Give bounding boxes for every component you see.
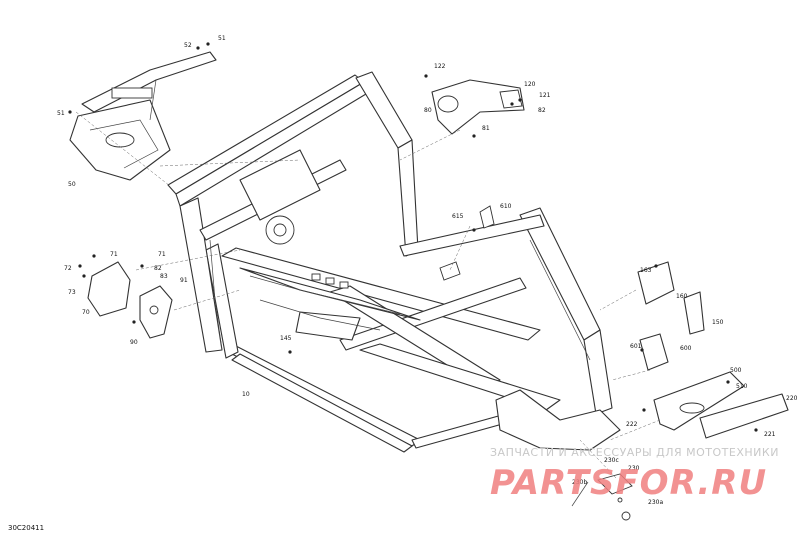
callout-label: 500 [730, 367, 742, 374]
callout-label: 600 [680, 345, 692, 352]
callout-label: 510 [736, 383, 748, 390]
callout-label: 230b [572, 479, 587, 486]
callout-label: 150 [712, 319, 724, 326]
skid-plate-assembly [653, 371, 789, 439]
callout-label: 120 [524, 81, 536, 88]
callout-label: 71 [158, 251, 166, 258]
left-bracket-assembly [87, 261, 173, 339]
callout-label: 91 [180, 277, 188, 284]
callout-label: 83 [160, 273, 168, 280]
callout-label: 82 [154, 265, 162, 272]
callout-label: 90 [130, 339, 138, 346]
callout-label: 145 [280, 335, 292, 342]
callout-label: 230 [628, 465, 640, 472]
callout-label: 10 [242, 391, 250, 398]
callout-label: 70 [82, 309, 90, 316]
callout-label: 615 [452, 213, 464, 220]
callout-label: 122 [434, 63, 446, 70]
main-frame [167, 71, 621, 453]
fastener-bolts [68, 42, 758, 432]
callout-label: 81 [482, 125, 490, 132]
small-parts-230 [439, 205, 633, 521]
callout-label: 163 [640, 267, 652, 274]
callout-label: 82 [538, 107, 546, 114]
callout-label: 80 [424, 107, 432, 114]
reference-code: 30C20411 [8, 524, 44, 532]
callout-label: 52 [184, 42, 192, 49]
upper-right-bracket [431, 79, 525, 135]
callout-label: 601 [630, 343, 642, 350]
callout-label: 160 [676, 293, 688, 300]
rear-guard-assembly [69, 51, 217, 181]
callout-label: 610 [500, 203, 512, 210]
bracket-600 [639, 333, 669, 371]
callout-label: 221 [764, 431, 776, 438]
callout-label: 71 [110, 251, 118, 258]
callout-label: 73 [68, 289, 76, 296]
watermark: ЗАПЧАСТИ И АКСЕССУАРЫ ДЛЯ МОТОТЕХНИКИ PA… [490, 446, 779, 503]
right-side-panels [637, 261, 705, 335]
callout-label: 222 [626, 421, 638, 428]
callout-label: 230c [604, 457, 619, 464]
callout-labels: 52 51 51 50 122 120 121 80 82 81 615 610… [57, 35, 798, 506]
callout-label: 51 [57, 110, 65, 117]
watermark-brand: PARTSFOR.RU [490, 463, 767, 503]
callout-label: 220 [786, 395, 798, 402]
callout-label: 51 [218, 35, 226, 42]
callout-label: 230a [648, 499, 663, 506]
callout-label: 72 [64, 265, 72, 272]
leader-lines [75, 111, 661, 479]
watermark-tagline: ЗАПЧАСТИ И АКСЕССУАРЫ ДЛЯ МОТОТЕХНИКИ [490, 446, 779, 459]
callout-label: 121 [539, 92, 551, 99]
callout-label: 50 [68, 181, 76, 188]
